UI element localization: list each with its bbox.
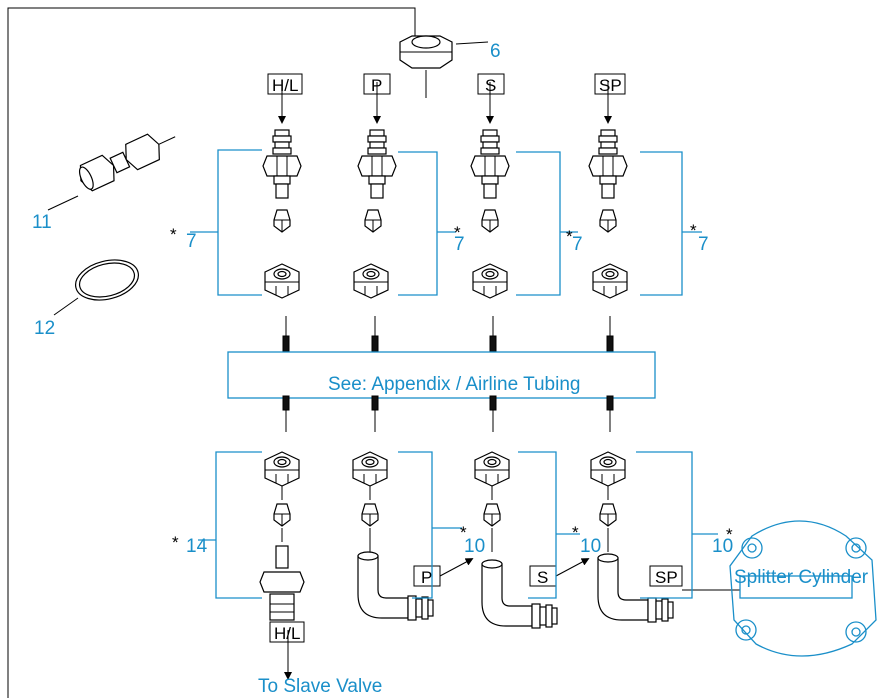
upper-hl-fitting: H/L xyxy=(262,73,303,353)
svg-text:SP: SP xyxy=(599,76,622,95)
part-11-union xyxy=(78,133,176,192)
svg-text:*: * xyxy=(454,223,461,242)
callout-7-p: 7 xyxy=(454,234,465,255)
svg-text:*: * xyxy=(572,523,579,542)
upper-s-fitting: S xyxy=(470,73,510,353)
lower-hl-fitting: H/L xyxy=(259,451,305,680)
lower-p-fitting: P xyxy=(352,451,474,621)
callout-11: 11 xyxy=(32,212,52,233)
svg-text:*: * xyxy=(172,533,179,552)
callout-14: 14 xyxy=(186,536,208,557)
svg-text:P: P xyxy=(421,568,432,587)
callout-10-s: 10 xyxy=(580,536,601,557)
bracket-sp-lower xyxy=(636,451,693,599)
tubing-note: See: Appendix / Airline Tubing xyxy=(328,374,580,395)
callout-12: 12 xyxy=(34,318,55,339)
callout-10-p: 10 xyxy=(464,536,485,557)
bracket-p-upper xyxy=(398,151,438,296)
splitter-cylinder-label: Splitter Cylinder xyxy=(734,567,869,588)
upper-sp-fitting: SP xyxy=(588,73,628,353)
svg-text:S: S xyxy=(485,76,496,95)
part-6-cap xyxy=(399,35,489,98)
bracket-p-lower xyxy=(398,451,433,599)
frame-line xyxy=(7,7,416,698)
slave-valve-note: To Slave Valve xyxy=(258,676,382,697)
svg-text:SP: SP xyxy=(655,568,678,587)
svg-text:*: * xyxy=(460,523,467,542)
svg-text:*: * xyxy=(726,525,733,544)
splitter-cylinder xyxy=(729,520,877,657)
bracket-hl-lower xyxy=(215,451,262,599)
callout-7-hl: 7 xyxy=(186,231,197,252)
svg-text:*: * xyxy=(170,225,177,244)
callout-6: 6 xyxy=(490,41,501,62)
bracket-s-upper xyxy=(516,151,561,296)
upper-p-fitting: P xyxy=(353,73,397,353)
svg-text:*: * xyxy=(566,227,573,246)
svg-text:*: * xyxy=(690,221,697,240)
svg-text:H/L: H/L xyxy=(274,624,300,643)
bracket-sp-upper xyxy=(640,151,683,296)
callout-7-sp: 7 xyxy=(698,234,709,255)
svg-text:H/L: H/L xyxy=(272,76,298,95)
bracket-s-lower xyxy=(518,451,557,599)
lower-tube-stubs xyxy=(282,395,614,432)
tubing-note-box xyxy=(227,351,656,399)
callout-7-s: 7 xyxy=(572,234,583,255)
bracket-hl-upper xyxy=(217,149,262,296)
lower-s-fitting: S xyxy=(474,451,590,629)
svg-text:S: S xyxy=(537,568,548,587)
callout-10-sp: 10 xyxy=(712,536,733,557)
